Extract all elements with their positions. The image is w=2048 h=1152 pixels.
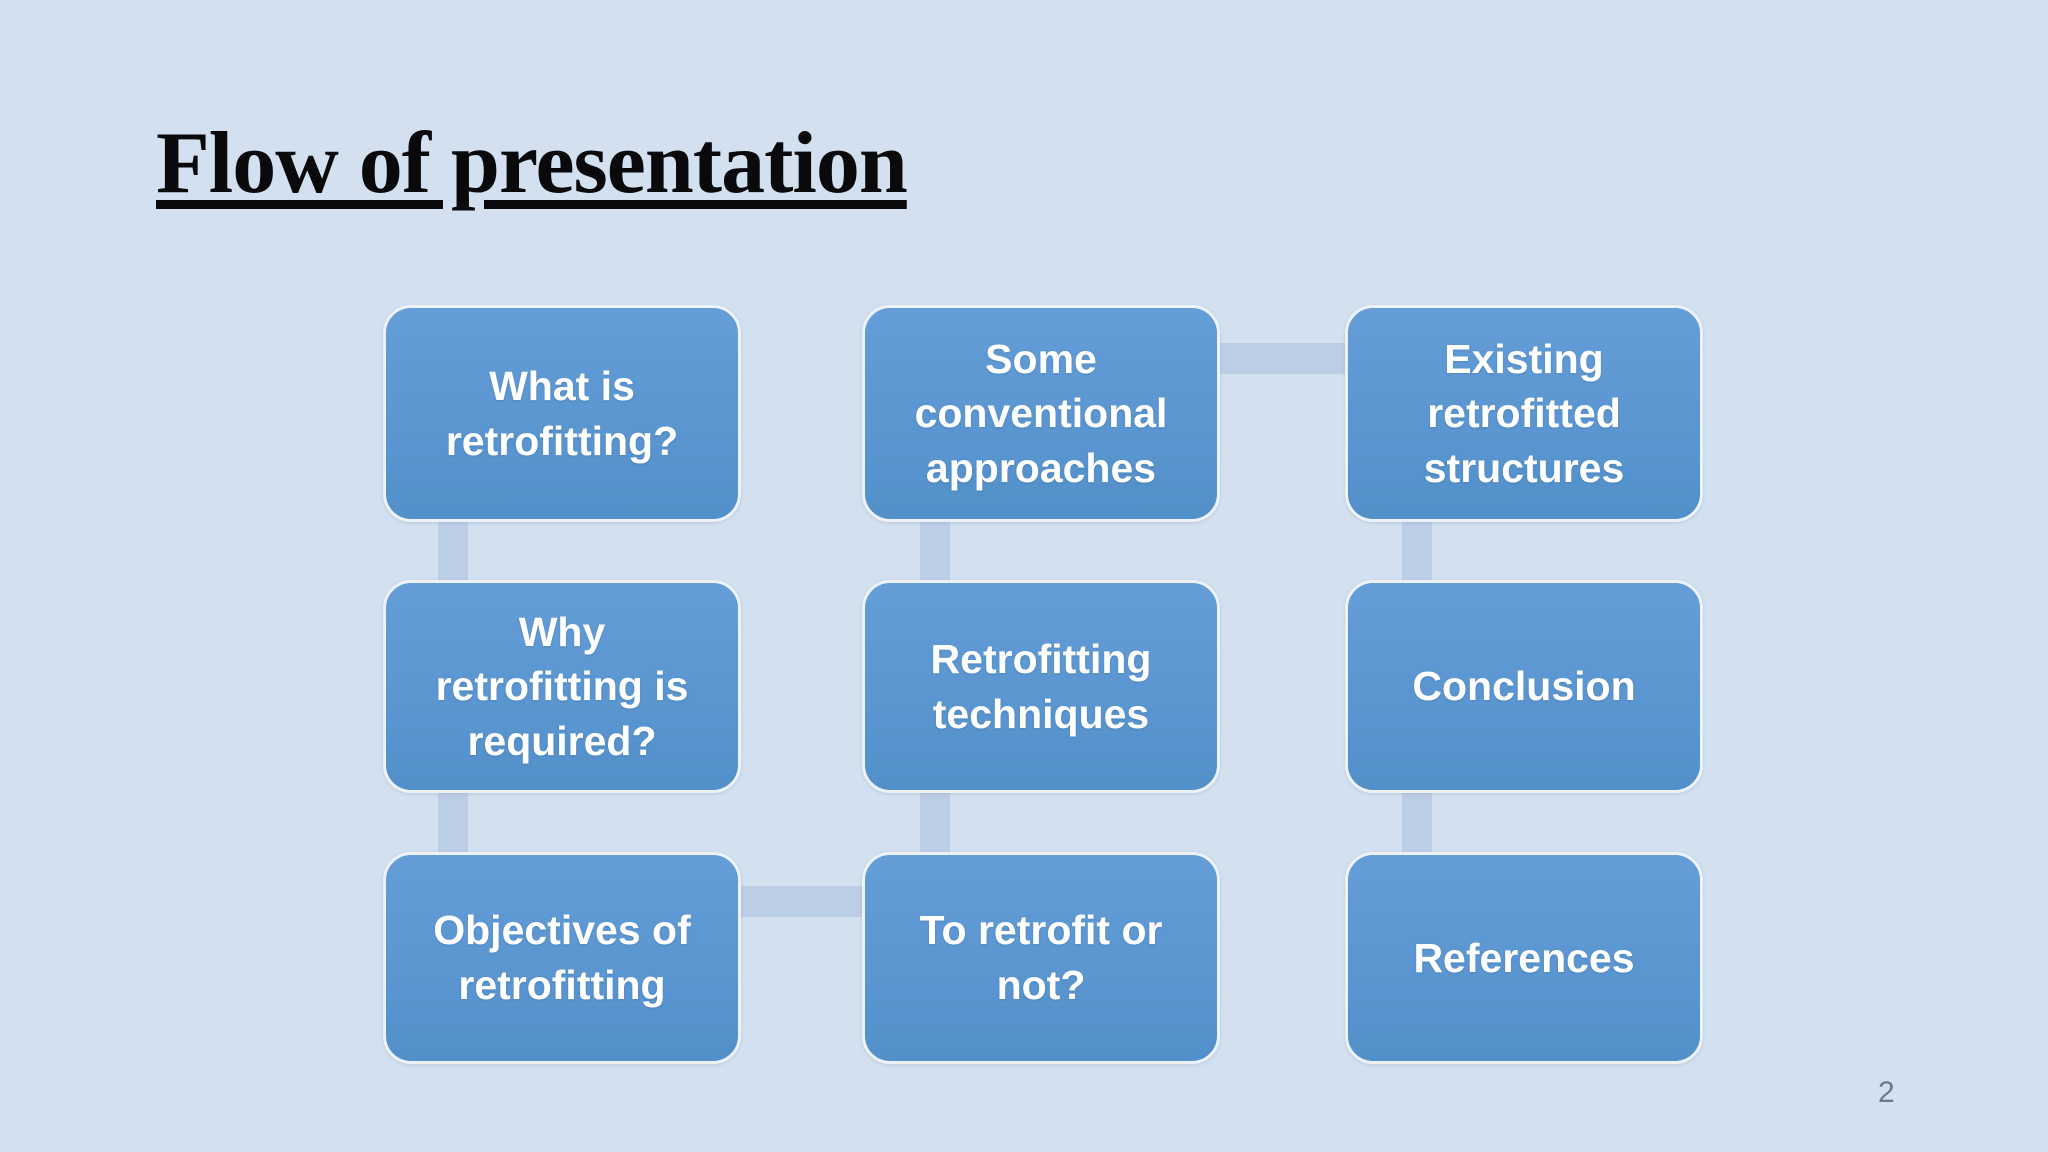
flow-box-conclusion: Conclusion (1345, 580, 1703, 793)
flow-box-label: To retrofit or not? (919, 907, 1163, 1008)
flow-box-references: References (1345, 852, 1703, 1064)
flow-box-label: Conclusion (1412, 663, 1636, 710)
connector-why-to-objectives (438, 783, 468, 862)
flow-box-to-retrofit-or-not: To retrofit or not? (862, 852, 1220, 1064)
flow-box-existing-retrofitted-structures: Existing retrofitted structures (1345, 305, 1703, 522)
flow-box-objectives-of-retrofitting: Objectives of retrofitting (383, 852, 741, 1064)
connector-conventional-to-existing (1215, 343, 1352, 374)
flow-box-retrofitting-techniques: Retrofitting techniques (862, 580, 1220, 793)
flow-box-what-is-retrofitting: What is retrofitting? (383, 305, 741, 522)
flow-box-why-retrofitting-is-required: Why retrofitting is required? (383, 580, 741, 793)
connector-what-is-to-why (438, 512, 468, 590)
connector-techniques-to-conventional (920, 512, 950, 590)
connector-to-retrofit-to-techniques (920, 783, 950, 862)
flow-box-label: References (1413, 934, 1635, 981)
flow-box-label: Existing retrofitted structures (1423, 335, 1625, 491)
flow-box-label: Objectives of retrofitting (433, 907, 691, 1008)
flow-box-label: What is retrofitting? (445, 362, 679, 464)
connector-conclusion-to-references (1402, 783, 1432, 862)
slide-title: Flow of presentation (156, 115, 908, 212)
page-number: 2 (1878, 1076, 1895, 1109)
connector-existing-to-conclusion (1402, 512, 1432, 590)
flow-box-label: Why retrofitting is required? (435, 608, 689, 764)
connector-objectives-to-to-retrofit (733, 886, 869, 917)
flow-box-label: Some conventional approaches (914, 335, 1168, 491)
flow-box-some-conventional-approaches: Some conventional approaches (862, 305, 1220, 522)
flow-box-label: Retrofitting techniques (930, 635, 1152, 737)
